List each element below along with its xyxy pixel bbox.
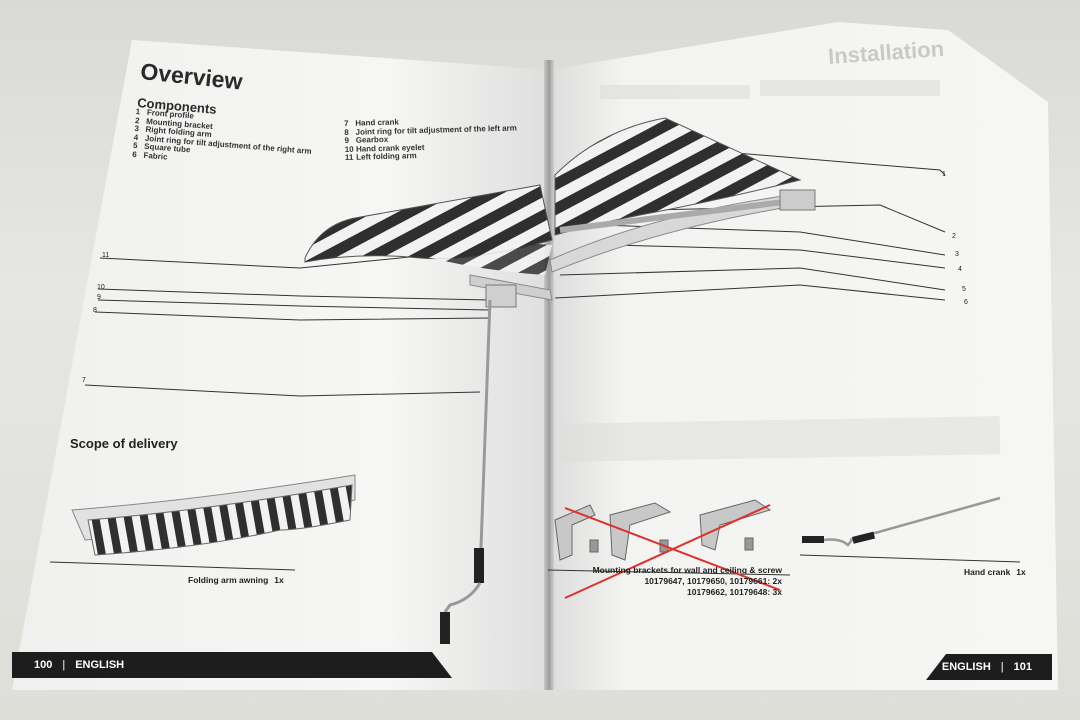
crank-caption: Hand crank 1x: [964, 567, 1026, 577]
callout-1: 1: [942, 171, 946, 178]
language-label: ENGLISH: [75, 659, 125, 671]
callout-5: 5: [962, 286, 966, 293]
brackets-caption-line: 10179662, 10179648: 3x: [686, 587, 782, 597]
callout-4: 4: [958, 266, 962, 273]
crank-caption-label: Hand crank: [964, 567, 1011, 577]
page-number: 101: [1013, 661, 1032, 673]
faint-band: [600, 85, 750, 99]
right-footer: ENGLISH | 101: [926, 654, 1052, 680]
awning-qty: 1x: [274, 575, 284, 585]
callout-lines: [84, 149, 946, 397]
callout-2: 2: [952, 233, 956, 240]
callout-3: 3: [955, 251, 959, 258]
callout-8: 8: [93, 307, 97, 314]
book-gutter: [544, 60, 554, 690]
brackets-caption-line: 10179647, 10179650, 10179661: 2x: [644, 576, 782, 586]
scope-heading: Scope of delivery: [70, 436, 178, 451]
page-number: 100: [34, 659, 53, 671]
faint-band: [760, 80, 940, 96]
callout-10: 10: [97, 284, 105, 291]
mounting-brackets: [554, 499, 772, 561]
awning-caption-label: Folding arm awning: [188, 575, 269, 585]
awning-caption: Folding arm awning 1x: [188, 575, 284, 585]
brackets-caption-line: Mounting brackets for wall and ceiling &…: [592, 565, 782, 575]
crank-qty: 1x: [1016, 567, 1026, 577]
language-label: ENGLISH: [941, 661, 991, 673]
callout-6: 6: [964, 299, 968, 306]
callout-7: 7: [82, 377, 86, 384]
callout-11: 11: [102, 252, 110, 259]
left-footer: 100 | ENGLISH: [12, 652, 452, 678]
callout-9: 9: [97, 294, 101, 301]
brackets-caption: Mounting brackets for wall and ceiling &…: [562, 565, 782, 598]
